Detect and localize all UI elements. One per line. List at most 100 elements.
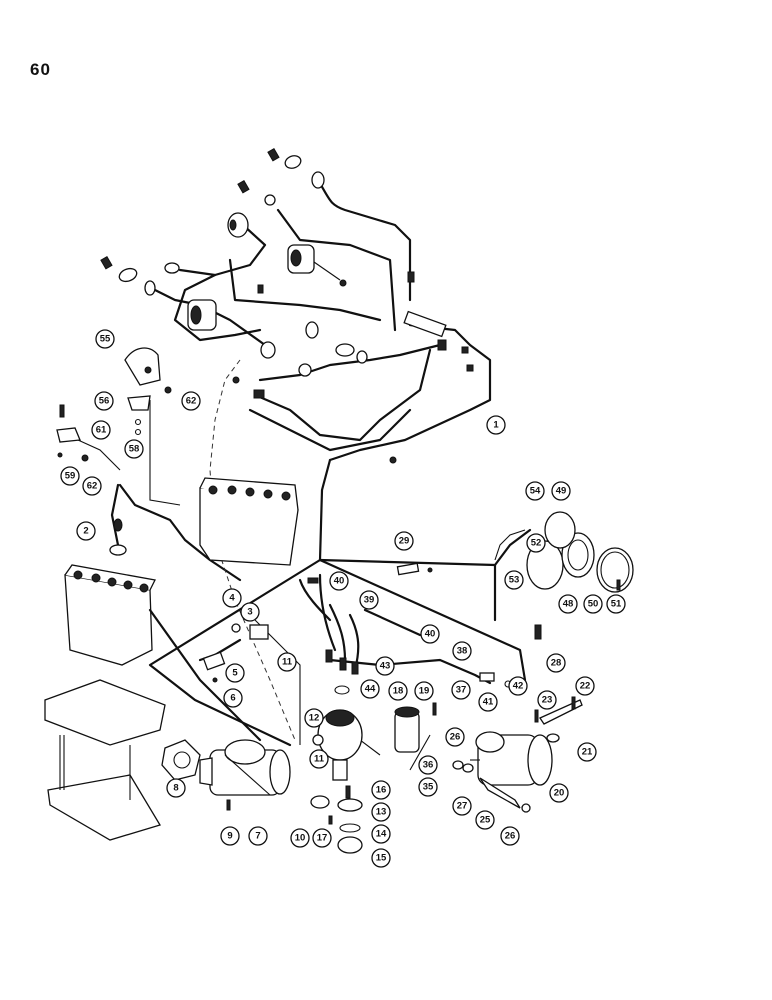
callout-61: 61 xyxy=(91,420,111,440)
svg-text:13: 13 xyxy=(376,807,387,818)
starter-motor xyxy=(199,739,291,796)
svg-text:26: 26 xyxy=(450,732,461,743)
svg-text:10: 10 xyxy=(295,833,306,844)
callout-37: 37 xyxy=(451,680,471,700)
svg-text:39: 39 xyxy=(364,595,375,606)
svg-text:53: 53 xyxy=(509,575,520,586)
callout-13: 13 xyxy=(371,802,391,822)
svg-text:15: 15 xyxy=(376,853,387,864)
callout-35: 35 xyxy=(418,777,438,797)
callout-6: 6 xyxy=(223,688,243,708)
gauge-2 xyxy=(287,244,347,287)
callout-27: 27 xyxy=(452,796,472,816)
svg-text:14: 14 xyxy=(376,829,387,840)
callout-20: 20 xyxy=(549,783,569,803)
connector-top-2 xyxy=(237,179,276,206)
svg-text:42: 42 xyxy=(513,681,524,692)
svg-text:5: 5 xyxy=(232,668,238,679)
battery-tray xyxy=(44,679,166,841)
callout-10: 10 xyxy=(290,828,310,848)
upper-harness xyxy=(100,147,492,562)
generator-parts xyxy=(452,624,583,813)
callout-16: 16 xyxy=(371,780,391,800)
callout-11b: 11 xyxy=(309,749,329,769)
callout-52: 52 xyxy=(526,533,546,553)
svg-text:55: 55 xyxy=(100,334,111,345)
battery-cable-2 xyxy=(109,483,127,556)
gasket-8 xyxy=(161,739,201,781)
svg-text:8: 8 xyxy=(173,783,178,794)
svg-text:52: 52 xyxy=(531,538,542,549)
callout-50: 50 xyxy=(583,594,603,614)
generator xyxy=(470,731,553,786)
callout-38: 38 xyxy=(452,641,472,661)
battery-upper xyxy=(199,477,299,566)
callout-2: 2 xyxy=(76,521,96,541)
svg-text:61: 61 xyxy=(96,425,107,436)
lower-harness xyxy=(148,528,532,771)
callout-22: 22 xyxy=(575,676,595,696)
svg-text:35: 35 xyxy=(423,782,434,793)
svg-text:28: 28 xyxy=(551,658,562,669)
svg-text:23: 23 xyxy=(542,695,553,706)
callout-62a: 62 xyxy=(181,391,201,411)
callout-26a: 26 xyxy=(445,727,465,747)
small-parts-upper xyxy=(232,284,397,464)
svg-text:9: 9 xyxy=(227,831,232,842)
headlight xyxy=(494,511,634,593)
svg-text:11: 11 xyxy=(282,657,293,668)
svg-text:4: 4 xyxy=(229,593,235,604)
svg-text:16: 16 xyxy=(376,785,387,796)
callout-11a: 11 xyxy=(277,652,297,672)
callout-49: 49 xyxy=(551,481,571,501)
callout-62b: 62 xyxy=(82,476,102,496)
callout-43: 43 xyxy=(375,656,395,676)
callout-25: 25 xyxy=(475,810,495,830)
svg-text:37: 37 xyxy=(456,685,467,696)
callout-7: 7 xyxy=(248,826,268,846)
svg-text:27: 27 xyxy=(457,801,468,812)
svg-text:40: 40 xyxy=(425,629,436,640)
callout-39: 39 xyxy=(359,590,379,610)
page-number: 60 xyxy=(30,60,51,79)
svg-text:22: 22 xyxy=(580,681,591,692)
callout-4: 4 xyxy=(222,588,242,608)
svg-text:38: 38 xyxy=(457,646,468,657)
callout-41: 41 xyxy=(478,692,498,712)
callout-40a: 40 xyxy=(329,571,349,591)
connector-right xyxy=(403,271,474,372)
svg-text:59: 59 xyxy=(65,471,76,482)
svg-text:1: 1 xyxy=(493,420,499,431)
svg-text:7: 7 xyxy=(255,831,260,842)
connector-left xyxy=(100,255,180,296)
svg-text:2: 2 xyxy=(83,526,88,537)
callout-1: 1 xyxy=(486,415,506,435)
svg-text:40: 40 xyxy=(334,576,345,587)
callout-9: 9 xyxy=(220,826,240,846)
svg-text:54: 54 xyxy=(530,486,541,497)
callout-18: 18 xyxy=(388,681,408,701)
callout-26b: 26 xyxy=(500,826,520,846)
switch-assembly xyxy=(56,347,296,741)
callout-36: 36 xyxy=(418,755,438,775)
callout-3: 3 xyxy=(240,602,260,622)
svg-text:12: 12 xyxy=(309,713,320,724)
callout-58: 58 xyxy=(124,439,144,459)
svg-text:19: 19 xyxy=(419,686,430,697)
callout-55: 55 xyxy=(95,329,115,349)
callout-59: 59 xyxy=(60,466,80,486)
callout-23: 23 xyxy=(537,690,557,710)
svg-text:62: 62 xyxy=(186,396,197,407)
svg-text:56: 56 xyxy=(99,396,110,407)
callout-21: 21 xyxy=(577,742,597,762)
switch-upper xyxy=(260,321,368,377)
small-parts-lower xyxy=(202,562,437,854)
svg-text:6: 6 xyxy=(230,693,235,704)
callout-19: 19 xyxy=(414,681,434,701)
callout-48: 48 xyxy=(558,594,578,614)
svg-text:58: 58 xyxy=(129,444,140,455)
callout-29: 29 xyxy=(394,531,414,551)
callout-14: 14 xyxy=(371,824,391,844)
callout-17: 17 xyxy=(312,828,332,848)
